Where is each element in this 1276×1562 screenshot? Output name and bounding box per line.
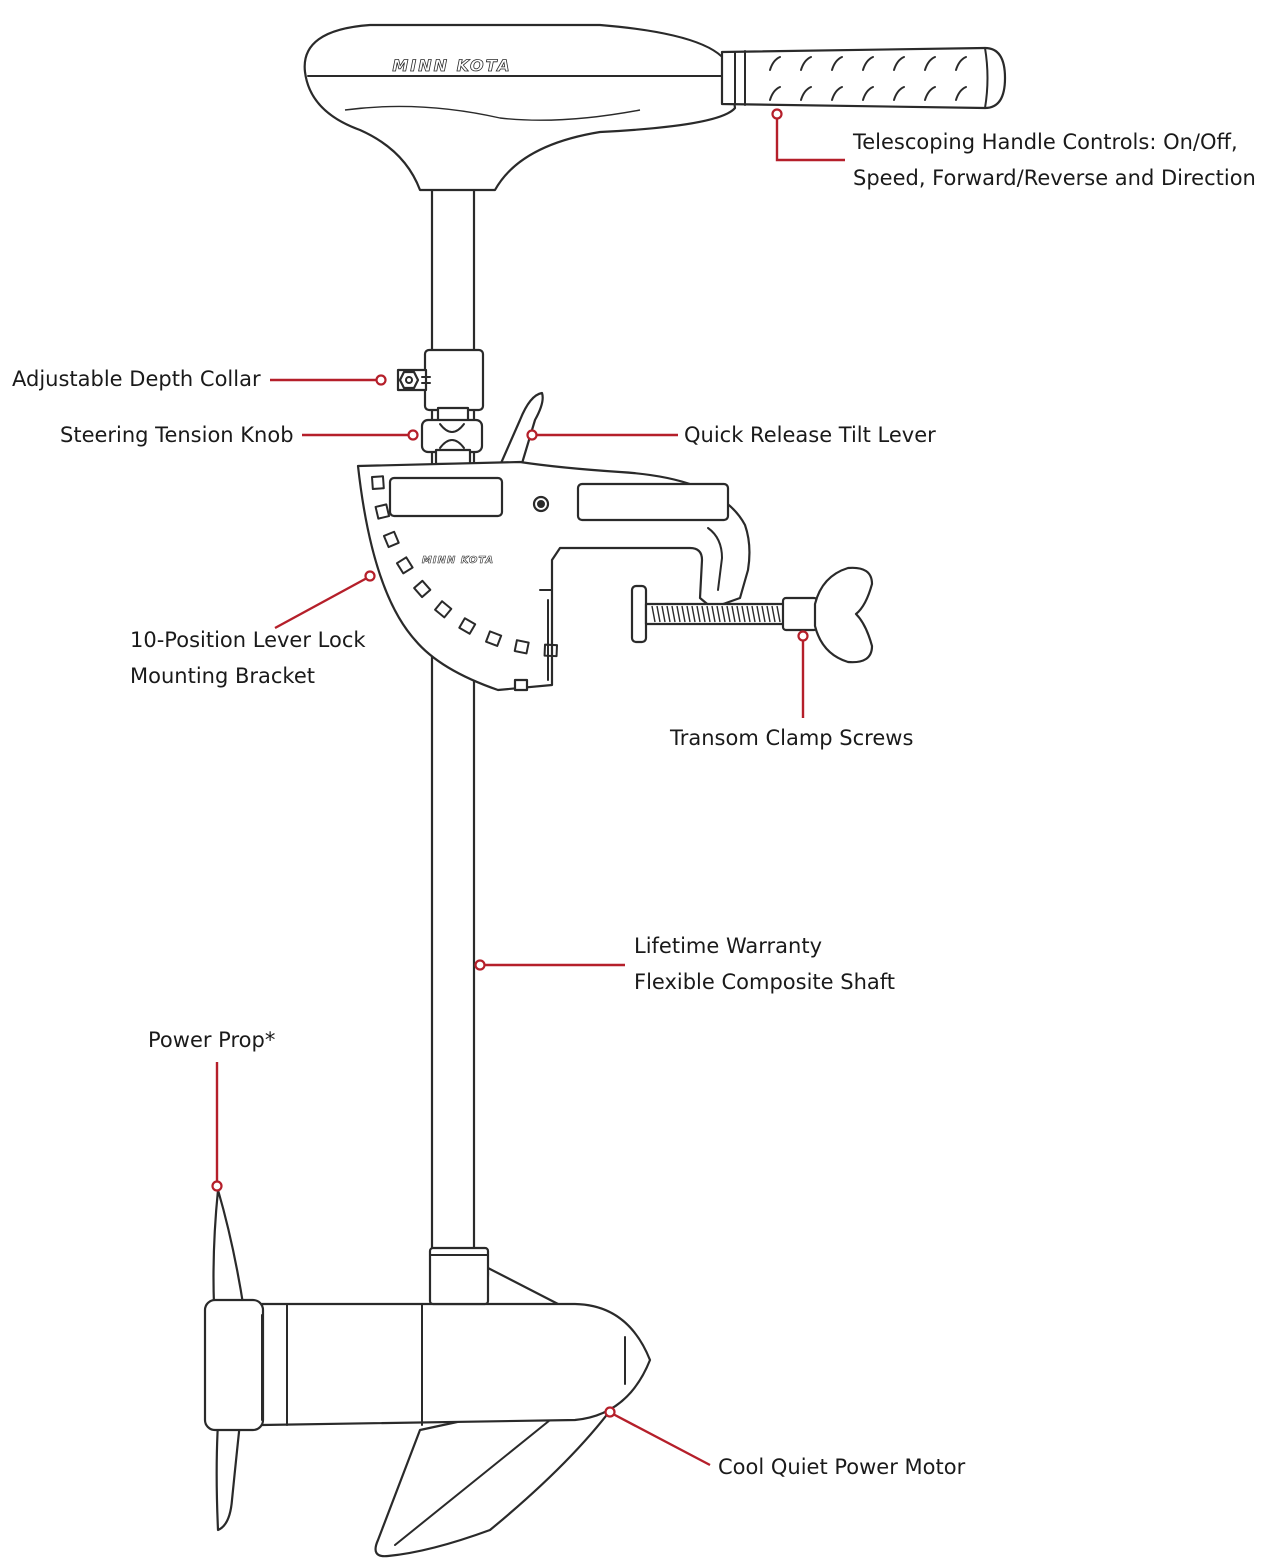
thread-line bbox=[751, 605, 756, 623]
lock-slot bbox=[370, 475, 385, 491]
leader-tilt-lever-dot bbox=[526, 429, 538, 441]
thread-line bbox=[676, 605, 681, 623]
thread-line bbox=[696, 605, 701, 623]
grip-rib bbox=[800, 56, 812, 71]
label-composite-shaft: Lifetime Warranty Flexible Composite Sha… bbox=[634, 934, 896, 994]
leader-bracket-dot bbox=[364, 570, 376, 582]
clamp-pad bbox=[630, 584, 648, 644]
label-tilt-lever: Quick Release Tilt Lever bbox=[684, 423, 936, 447]
leader-depth-collar-dot bbox=[375, 374, 387, 386]
thread-line bbox=[771, 605, 776, 623]
grip-rib bbox=[769, 86, 781, 101]
bracket-logo: MINN KOTA bbox=[422, 555, 494, 566]
thread-line bbox=[731, 605, 736, 623]
grip-rib bbox=[955, 86, 967, 101]
grip-rib bbox=[862, 86, 874, 101]
grip-rib bbox=[769, 56, 781, 71]
thread-line bbox=[746, 605, 751, 623]
collar-nut bbox=[398, 370, 420, 390]
lock-slot bbox=[374, 503, 391, 520]
grip-rib bbox=[893, 56, 905, 71]
leader-shaft-dot bbox=[474, 959, 486, 971]
depth-collar bbox=[396, 348, 485, 412]
thread-line bbox=[651, 605, 656, 623]
prop-blade-top bbox=[212, 1188, 246, 1312]
label-mounting-bracket: 10-Position Lever Lock Mounting Bracket bbox=[130, 628, 366, 688]
steering-knob bbox=[420, 406, 484, 466]
mounting-bracket: MINN KOTA bbox=[356, 460, 751, 692]
thread-line bbox=[711, 605, 716, 623]
lock-slot bbox=[543, 643, 558, 658]
composite-shaft bbox=[430, 183, 476, 1262]
control-head: MINN KOTA bbox=[303, 23, 737, 192]
label-power-prop: Power Prop* bbox=[148, 1028, 276, 1052]
leader-clamp-screws-dot bbox=[797, 630, 809, 642]
leader-handle-dot bbox=[771, 108, 783, 120]
skeg-fin bbox=[374, 1398, 620, 1558]
lock-slot bbox=[382, 530, 400, 549]
grip-rib bbox=[862, 56, 874, 71]
screw-threads bbox=[651, 605, 781, 623]
lock-slot bbox=[413, 579, 432, 599]
thread-line bbox=[701, 605, 706, 623]
lock-slot bbox=[485, 630, 503, 647]
grip-rib bbox=[831, 86, 843, 101]
thread-line bbox=[706, 605, 711, 623]
label-clamp-screws: Transom Clamp Screws bbox=[670, 726, 914, 750]
motor-housing bbox=[260, 1302, 652, 1427]
label-handle-controls: Telescoping Handle Controls: On/Off, Spe… bbox=[853, 130, 1256, 190]
thread-line bbox=[691, 605, 696, 623]
motor-drawing: MINN KOTA bbox=[203, 23, 1007, 1558]
transom-clamp-screw bbox=[630, 566, 874, 664]
thread-line bbox=[661, 605, 666, 623]
leader-prop-dot bbox=[211, 1180, 223, 1192]
callout-leaders bbox=[211, 108, 845, 1467]
leader-steering-knob-dot bbox=[407, 429, 419, 441]
grip-rib bbox=[893, 86, 905, 101]
label-motor: Cool Quiet Power Motor bbox=[718, 1455, 966, 1479]
grip-rib bbox=[831, 56, 843, 71]
lever-lock-positions bbox=[370, 475, 558, 658]
thread-line bbox=[776, 605, 781, 623]
thread-line bbox=[741, 605, 746, 623]
thread-line bbox=[736, 605, 741, 623]
label-steering-knob: Steering Tension Knob bbox=[60, 423, 294, 447]
grip-rib bbox=[800, 86, 812, 101]
handle-grip bbox=[720, 46, 1007, 110]
thread-line bbox=[666, 605, 671, 623]
leader-motor-dot bbox=[604, 1406, 616, 1418]
thread-line bbox=[716, 605, 721, 623]
thread-line bbox=[671, 605, 676, 623]
lower-unit bbox=[260, 1246, 652, 1558]
wing-handle bbox=[813, 566, 874, 664]
thread-line bbox=[766, 605, 771, 623]
shaft-coupler bbox=[428, 1246, 490, 1306]
thread-line bbox=[656, 605, 661, 623]
leader-bracket bbox=[274, 576, 368, 630]
lock-slot bbox=[434, 600, 453, 619]
thread-line bbox=[761, 605, 766, 623]
thread-line bbox=[756, 605, 761, 623]
propeller bbox=[203, 1188, 265, 1532]
grip-ribs bbox=[769, 56, 967, 101]
label-depth-collar: Adjustable Depth Collar bbox=[12, 367, 261, 391]
lock-slot bbox=[513, 639, 530, 655]
tilt-lever bbox=[496, 391, 544, 472]
leader-motor bbox=[612, 1412, 711, 1467]
thread-line bbox=[721, 605, 726, 623]
grip-rib bbox=[955, 56, 967, 71]
brand-logo: MINN KOTA bbox=[392, 56, 511, 75]
leader-handle bbox=[775, 117, 845, 162]
prop-hub bbox=[203, 1298, 265, 1432]
lock-slot bbox=[458, 617, 477, 635]
thread-line bbox=[681, 605, 686, 623]
thread-line bbox=[726, 605, 731, 623]
grip-rib bbox=[924, 86, 936, 101]
lock-slot bbox=[395, 556, 414, 575]
thread-line bbox=[686, 605, 691, 623]
grip-rib bbox=[924, 56, 936, 71]
